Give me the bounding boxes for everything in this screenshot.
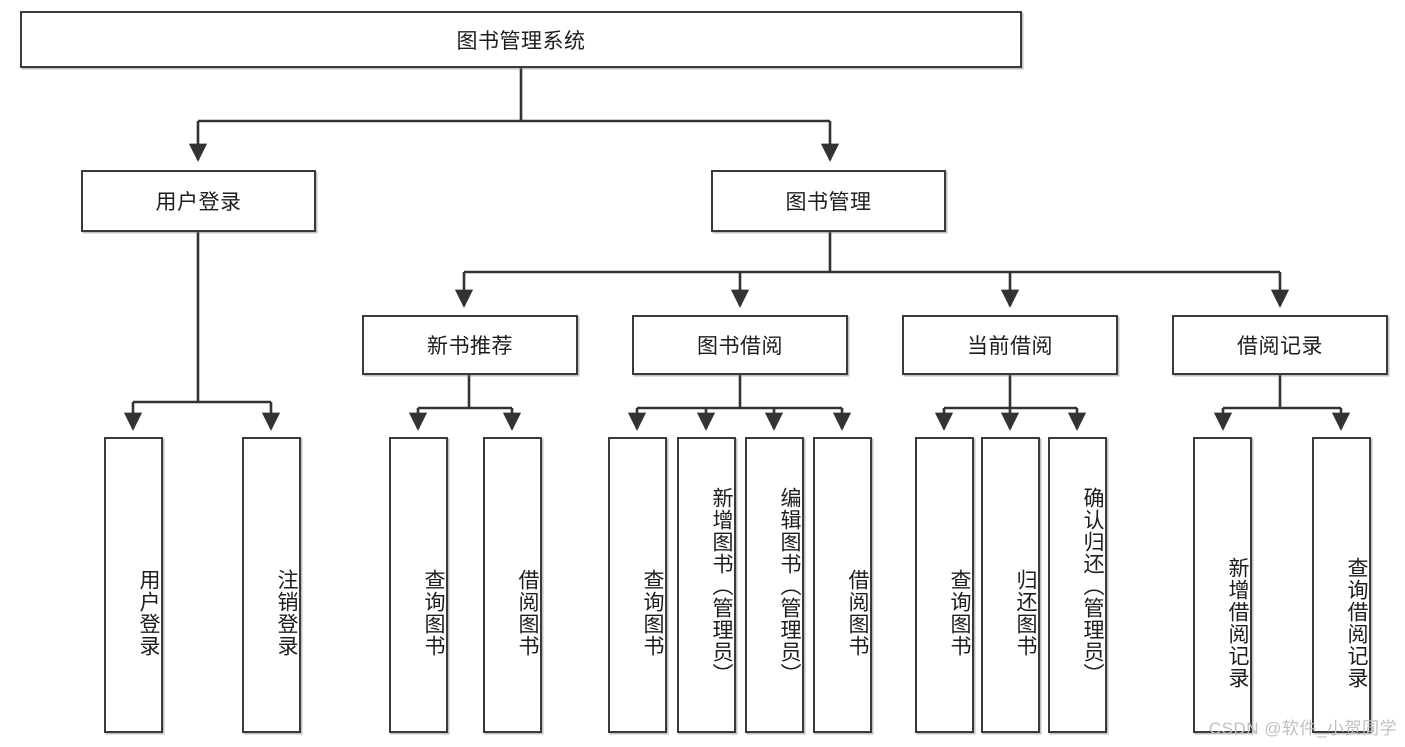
leaf-borrow-edit-book-admin[interactable]: 编辑图书（管理员）: [745, 437, 804, 733]
node-label: 归还图书: [1014, 569, 1037, 657]
leaf-borrow-borrow-book[interactable]: 借阅图书: [813, 437, 872, 733]
leaf-borrow-add-book-admin[interactable]: 新增图书（管理员）: [677, 437, 736, 733]
node-book-borrow[interactable]: 图书借阅: [632, 315, 848, 375]
node-label: 查询图书: [641, 569, 664, 657]
node-label: 当前借阅: [967, 335, 1053, 358]
node-label: 查询图书: [422, 569, 445, 657]
node-label: 新增图书（管理员）: [710, 487, 733, 685]
node-root-system[interactable]: 图书管理系统: [20, 11, 1022, 68]
node-label: 查询借阅记录: [1345, 557, 1368, 689]
node-label: 编辑图书（管理员）: [778, 487, 801, 685]
node-label: 借阅记录: [1237, 335, 1323, 358]
leaf-borrow-query-book[interactable]: 查询图书: [608, 437, 667, 733]
node-label: 借阅图书: [516, 569, 539, 657]
node-label: 图书管理: [785, 191, 872, 214]
node-label: 图书管理系统: [456, 29, 586, 53]
leaf-user-login-signout[interactable]: 注销登录: [242, 437, 301, 733]
node-borrow-record[interactable]: 借阅记录: [1172, 315, 1388, 375]
node-new-book-recommend[interactable]: 新书推荐: [362, 315, 578, 375]
leaf-user-login-signin[interactable]: 用户登录: [104, 437, 163, 733]
leaf-new-book-borrow[interactable]: 借阅图书: [483, 437, 542, 733]
leaf-record-add-borrow-record[interactable]: 新增借阅记录: [1193, 437, 1252, 733]
leaf-current-return-book[interactable]: 归还图书: [981, 437, 1040, 733]
node-current-borrow[interactable]: 当前借阅: [902, 315, 1118, 375]
leaf-current-query-book[interactable]: 查询图书: [915, 437, 974, 733]
leaf-record-query-borrow-record[interactable]: 查询借阅记录: [1312, 437, 1371, 733]
watermark-text: CSDN @软件_小贺同学: [1208, 719, 1397, 738]
node-book-management[interactable]: 图书管理: [711, 170, 946, 232]
node-label: 用户登录: [155, 191, 242, 214]
node-label: 查询图书: [948, 569, 971, 657]
node-user-login[interactable]: 用户登录: [81, 170, 316, 232]
node-label: 注销登录: [275, 569, 298, 657]
leaf-current-confirm-return-admin[interactable]: 确认归还（管理员）: [1048, 437, 1107, 733]
node-label: 新书推荐: [427, 335, 513, 358]
node-label: 新增借阅记录: [1226, 557, 1249, 689]
node-label: 借阅图书: [846, 569, 869, 657]
node-label: 图书借阅: [697, 335, 783, 358]
node-label: 确认归还（管理员）: [1081, 487, 1104, 685]
node-label: 用户登录: [137, 569, 160, 657]
leaf-new-book-query[interactable]: 查询图书: [389, 437, 448, 733]
